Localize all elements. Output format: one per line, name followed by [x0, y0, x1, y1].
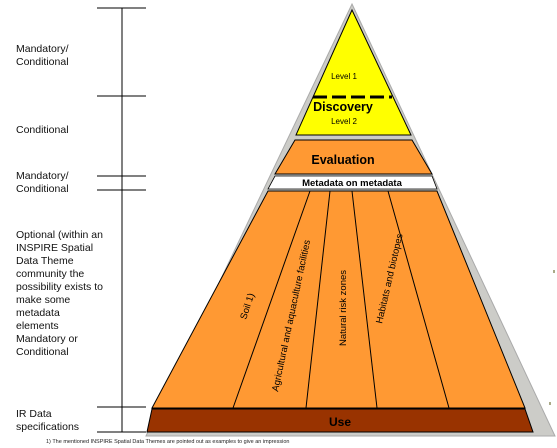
- discovery-label: Discovery: [313, 100, 373, 114]
- scale-bar: [97, 7, 146, 433]
- edge-mark: [549, 402, 551, 405]
- side-label-top: Mandatory/ Conditional: [16, 43, 69, 68]
- themes-section: [151, 190, 526, 409]
- metadata-on-metadata-label: Metadata on metadata: [302, 178, 402, 189]
- edge-mark: [553, 270, 555, 273]
- use-label: Use: [329, 415, 351, 429]
- evaluation-label: Evaluation: [311, 153, 374, 167]
- theme-dividers: [232, 190, 450, 409]
- metadata-on-metadata-band: [267, 175, 438, 190]
- evaluation-section: [274, 139, 433, 175]
- side-label-conditional: Conditional: [16, 124, 69, 136]
- level2-label: Level 2: [331, 117, 357, 126]
- footnote: 1) The mentioned INSPIRE Spatial Data Th…: [46, 439, 290, 445]
- use-section: [146, 408, 534, 433]
- discovery-section: [295, 8, 412, 136]
- side-label-mid: Mandatory/ Conditional: [16, 170, 69, 195]
- theme-label-natural-risk: Natural risk zones: [338, 270, 349, 346]
- level1-label: Level 1: [331, 72, 357, 81]
- side-label-optional: Optional (within an INSPIRE Spatial Data…: [16, 229, 103, 358]
- side-label-ir: IR Data specifications: [16, 408, 80, 433]
